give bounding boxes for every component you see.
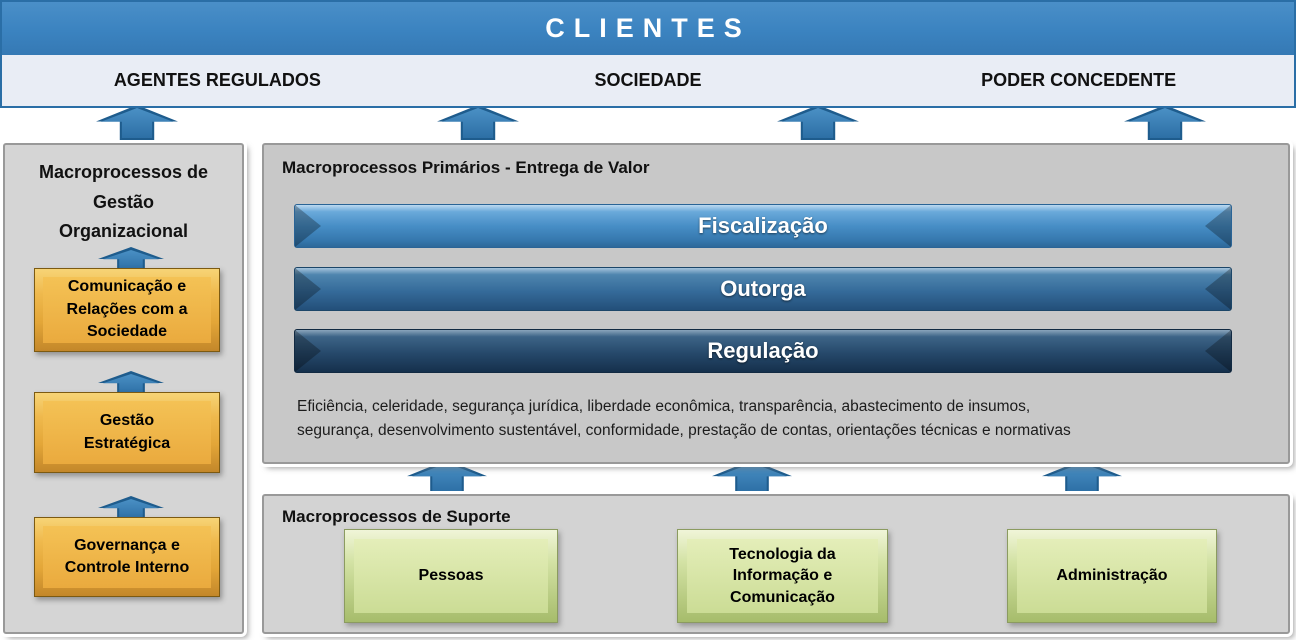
support-panel: Macroprocessos de Suporte Pessoas Tecnol… bbox=[262, 494, 1290, 634]
support-box-administracao: Administração bbox=[1007, 529, 1217, 623]
process-box-governanca: Governança e Controle Interno bbox=[34, 517, 220, 597]
up-arrow-icon bbox=[96, 105, 178, 141]
primary-panel: Macroprocessos Primários - Entrega de Va… bbox=[262, 143, 1290, 464]
segment-poder-concedente: PODER CONCEDENTE bbox=[981, 70, 1177, 90]
clientes-segments: AGENTES REGULADOS SOCIEDADE PODER CONCED… bbox=[2, 55, 1294, 106]
segment-agentes-regulados: AGENTES REGULADOS bbox=[113, 70, 321, 90]
support-box-label: Administração bbox=[1017, 539, 1207, 613]
process-box-label: Governança e Controle Interno bbox=[43, 526, 211, 588]
segment-sociedade: SOCIEDADE bbox=[594, 70, 702, 90]
up-arrow-icon bbox=[437, 105, 519, 141]
support-panel-title: Macroprocessos de Suporte bbox=[282, 507, 511, 526]
up-arrow-icon bbox=[407, 460, 487, 495]
process-bar-outorga: Outorga bbox=[294, 267, 1232, 311]
support-box-label: Tecnologia da Informação e Comunicação bbox=[687, 539, 878, 613]
support-box-tic: Tecnologia da Informação e Comunicação bbox=[677, 529, 888, 623]
process-bar-label: Fiscalização bbox=[698, 213, 828, 238]
clientes-title: CLIENTES bbox=[545, 13, 751, 43]
process-bar-label: Outorga bbox=[720, 276, 806, 301]
management-panel: Macroprocessos de Gestão Organizacional … bbox=[3, 143, 244, 634]
primary-panel-title: Macroprocessos Primários - Entrega de Va… bbox=[282, 158, 650, 177]
value-delivery-text: Eficiência, celeridade, segurança jurídi… bbox=[297, 398, 1071, 440]
process-bar-label: Regulação bbox=[707, 338, 819, 363]
up-arrow-icon bbox=[777, 105, 859, 141]
up-arrow-icon bbox=[712, 460, 792, 495]
process-box-gestao-estrategica: Gestão Estratégica bbox=[34, 392, 220, 473]
process-box-label: Comunicação e Relações com a Sociedade bbox=[43, 277, 211, 343]
clientes-header: CLIENTES bbox=[2, 2, 1294, 55]
clientes-block: CLIENTES AGENTES REGULADOS SOCIEDADE POD… bbox=[0, 0, 1296, 108]
process-box-comunicacao: Comunicação e Relações com a Sociedade bbox=[34, 268, 220, 352]
up-arrow-icon bbox=[1124, 105, 1206, 141]
support-box-pessoas: Pessoas bbox=[344, 529, 558, 623]
process-bar-regulacao: Regulação bbox=[294, 329, 1232, 373]
process-bar-fiscalizacao: Fiscalização bbox=[294, 204, 1232, 248]
support-box-label: Pessoas bbox=[354, 539, 548, 613]
process-box-label: Gestão Estratégica bbox=[43, 401, 211, 464]
up-arrow-icon bbox=[1042, 460, 1122, 495]
management-panel-title: Macroprocessos de Gestão Organizacional bbox=[38, 162, 209, 242]
